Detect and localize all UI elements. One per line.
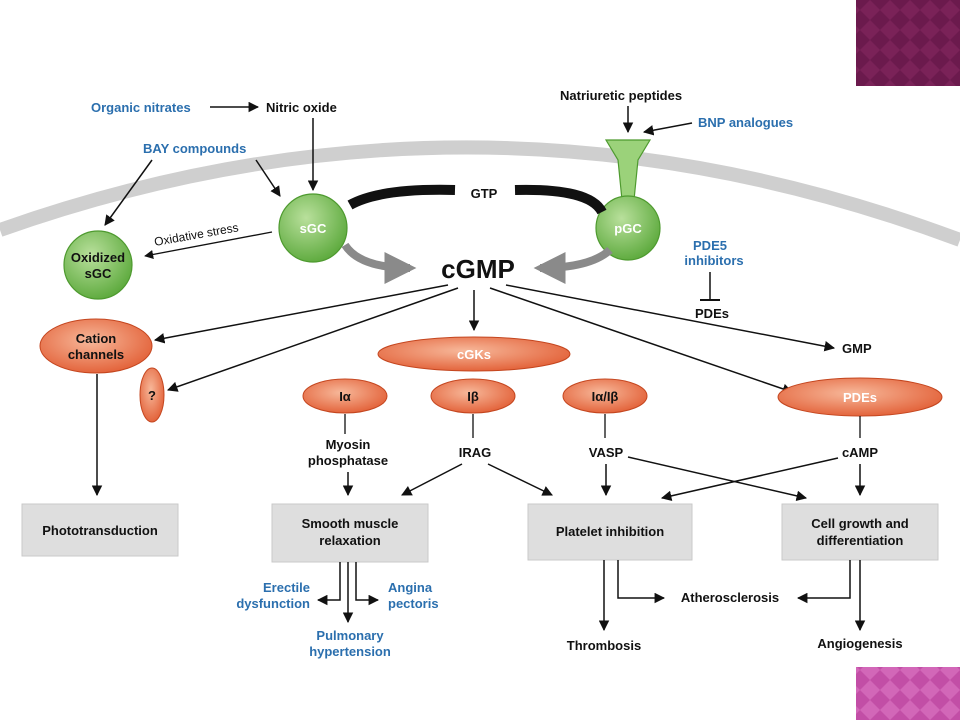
pde5-label-1: PDE5 [693, 238, 727, 253]
arrow-bay-to-oxidized [104, 159, 153, 226]
arrow-bnp-to-pgc [642, 122, 693, 136]
phototransduction-label: Phototransduction [42, 523, 158, 538]
bnp-analogues-label: BNP analogues [698, 115, 793, 130]
arrow-cgmp-to-cation [153, 284, 449, 344]
oxidized-sgc-node [63, 230, 133, 300]
pgc-label: pGC [614, 221, 642, 236]
cell-label-1: Cell growth and [811, 516, 909, 531]
arrow-oxidative-stress [144, 231, 273, 259]
arrow-platelet-to-atherosclerosis [617, 560, 666, 604]
cgks-label: cGKs [457, 347, 491, 362]
pdes-effector-label: PDEs [843, 390, 877, 405]
angina-label-2: pectoris [388, 596, 439, 611]
cation-channels-node [39, 318, 153, 374]
platelet-label: Platelet inhibition [556, 524, 664, 539]
vasp-label: VASP [589, 445, 624, 460]
oxidized-sgc-label-1: Oxidized [71, 250, 125, 265]
angiogenesis-label: Angiogenesis [817, 636, 902, 651]
arrow-cell-to-atherosclerosis [796, 560, 851, 604]
platelet-inhibition-box [527, 503, 693, 561]
ia-label: Iα [339, 389, 351, 404]
smooth-label-2: relaxation [319, 533, 380, 548]
smooth-muscle-box [271, 503, 429, 563]
cgk-iaib-node [562, 378, 648, 414]
oxidized-sgc-label-2: sGC [85, 266, 112, 281]
arrow-vasp-to-cell-growth [627, 456, 808, 501]
arrow-cgmp-to-gmp [505, 284, 836, 352]
thrombosis-label: Thrombosis [567, 638, 641, 653]
pdes-inhibited-label: PDEs [695, 306, 729, 321]
cell-label-2: differentiation [817, 533, 904, 548]
arrow-smooth-to-erectile [316, 562, 341, 606]
smooth-label-1: Smooth muscle [302, 516, 399, 531]
nitric-oxide-label: Nitric oxide [266, 100, 337, 115]
cgk-ia-node [302, 378, 388, 414]
unknown-effector-node [139, 367, 165, 423]
oxidative-stress-label: Oxidative stress [153, 220, 239, 249]
pulmonary-label-2: hypertension [309, 644, 391, 659]
myosin-label-1: Myosin [326, 437, 371, 452]
slide-corner-decoration [856, 0, 960, 86]
gray-arrow-sgc-to-cgmp [341, 242, 417, 284]
pgc-node [595, 195, 661, 261]
organic-nitrates-label: Organic nitrates [91, 100, 191, 115]
cgk-ib-node [430, 378, 516, 414]
camp-label: cAMP [842, 445, 878, 460]
arrow-smooth-to-angina [355, 562, 380, 606]
sgc-label: sGC [300, 221, 327, 236]
pde5-label-2: inhibitors [684, 253, 743, 268]
arrow-irag-to-platelet [487, 463, 553, 496]
pulmonary-label-1: Pulmonary [316, 628, 384, 643]
cation-label-1: Cation [76, 331, 117, 346]
cgks-node [377, 336, 571, 372]
iaib-label: Iα/Iβ [592, 389, 619, 404]
ib-label: Iβ [467, 389, 479, 404]
bay-compounds-label: BAY compounds [143, 141, 246, 156]
unknown-label: ? [148, 388, 156, 403]
cation-label-2: channels [68, 347, 124, 362]
arrow-camp-to-platelet [660, 457, 839, 502]
natriuretic-peptides-label: Natriuretic peptides [560, 88, 682, 103]
slide-corner-decoration-bottom [856, 667, 960, 720]
arrow-bay-to-sgc [255, 159, 281, 197]
cell-growth-box [781, 503, 939, 561]
gtp-arc-right [514, 184, 607, 215]
irag-label: IRAG [459, 445, 492, 460]
pgc-receptor-stalk [604, 139, 652, 201]
cell-membrane [0, 140, 960, 247]
gtp-arc-left [347, 184, 456, 210]
gtp-label: GTP [471, 186, 498, 201]
cgmp-label: cGMP [441, 254, 515, 284]
arrow-irag-to-smooth [401, 463, 463, 496]
angina-label-1: Angina [388, 580, 433, 595]
gmp-label: GMP [842, 341, 872, 356]
erectile-label-1: Erectile [263, 580, 310, 595]
phototransduction-box [21, 503, 179, 557]
sgc-node [278, 193, 348, 263]
myosin-label-2: phosphatase [308, 453, 388, 468]
erectile-label-2: dysfunction [236, 596, 310, 611]
arrow-cgmp-to-pdes [489, 287, 793, 394]
gray-arrow-pgc-to-cgmp [533, 246, 613, 284]
arrow-cgmp-to-question [167, 287, 459, 392]
atherosclerosis-label: Atherosclerosis [681, 590, 779, 605]
